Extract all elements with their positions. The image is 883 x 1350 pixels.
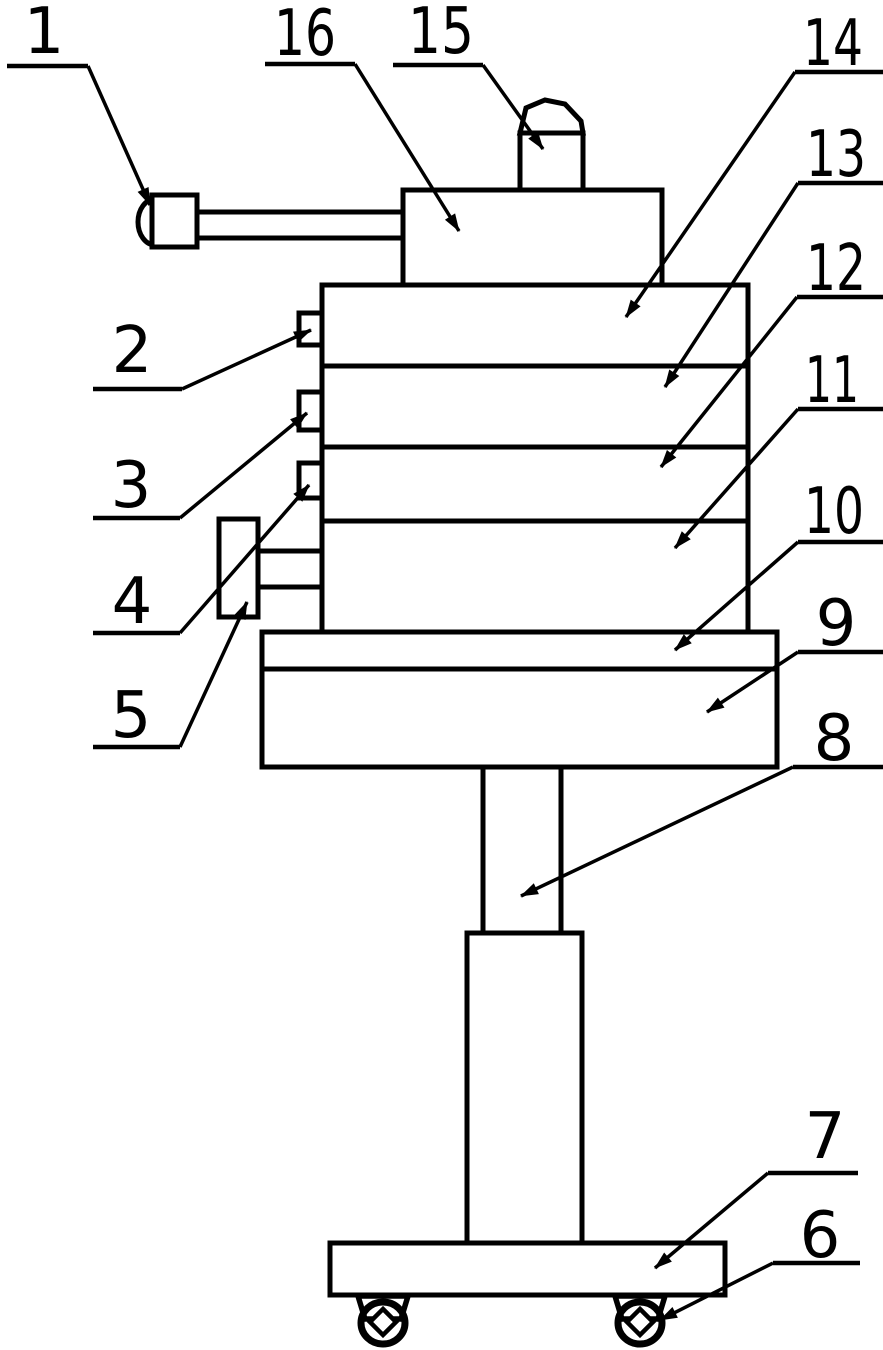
caster-right — [611, 1293, 669, 1348]
caster-right-wheel — [614, 1298, 666, 1348]
callout-5-leader — [178, 601, 249, 748]
callout-5-label: 5 — [111, 679, 152, 753]
callout-13-leader — [663, 182, 800, 388]
side-clip-2 — [296, 389, 325, 433]
callout-11: 11 — [673, 344, 883, 550]
callout-9: 9 — [706, 587, 883, 714]
callout-15-leader — [481, 63, 545, 151]
callout-2-label: 2 — [112, 314, 153, 388]
callout-12: 12 — [659, 232, 883, 469]
callout-10: 10 — [673, 475, 883, 652]
callout-10-label: 10 — [804, 475, 864, 549]
callout-16: 16 — [265, 0, 461, 232]
callout-2: 2 — [93, 314, 312, 392]
callout-1: 1 — [7, 0, 152, 206]
callouts: 1 2 3 4 5 6 7 — [7, 0, 883, 1322]
callout-16-label: 16 — [274, 0, 336, 71]
callout-15: 15 — [393, 0, 545, 151]
callout-1-leader — [86, 65, 152, 206]
upper-column — [480, 764, 564, 936]
callout-11-label: 11 — [805, 344, 859, 418]
callout-6-leader — [659, 1261, 774, 1322]
lower-column — [464, 930, 585, 1246]
callout-10-leader — [673, 540, 800, 652]
callout-12-leader — [659, 295, 799, 469]
callout-3: 3 — [93, 411, 309, 523]
caster-right-hub — [623, 1305, 657, 1339]
callout-13: 13 — [663, 118, 883, 388]
side-plate-rod — [253, 548, 325, 590]
callout-12-label: 12 — [806, 232, 866, 306]
machine — [135, 97, 780, 1348]
callout-4-label: 4 — [112, 565, 153, 639]
callout-16-leader — [353, 63, 461, 232]
callout-7-leader — [653, 1171, 770, 1270]
callout-8-leader — [520, 765, 794, 898]
caster-left — [354, 1293, 412, 1348]
callout-14-leader — [624, 71, 797, 318]
callout-7-label: 7 — [805, 1100, 846, 1174]
callout-3-label: 3 — [111, 449, 152, 523]
callout-6-label: 6 — [800, 1199, 841, 1273]
callout-9-label: 9 — [816, 587, 857, 661]
callout-6: 6 — [659, 1199, 860, 1322]
callout-8: 8 — [520, 702, 883, 898]
callout-4-leader — [178, 483, 311, 635]
callout-8-label: 8 — [814, 702, 855, 776]
main-body — [319, 282, 751, 635]
callout-2-leader — [181, 328, 312, 391]
floor-base — [327, 1240, 728, 1298]
handle-block — [149, 192, 200, 250]
base-block — [259, 629, 780, 770]
handle-rod — [194, 209, 406, 241]
callout-4: 4 — [93, 483, 311, 639]
callout-1-label: 1 — [24, 0, 65, 69]
callout-3-leader — [178, 411, 309, 520]
callout-15-label: 15 — [408, 0, 474, 69]
callout-7: 7 — [653, 1100, 858, 1270]
callout-14-label: 14 — [803, 7, 863, 81]
callout-9-leader — [706, 650, 799, 714]
callout-11-leader — [673, 407, 800, 550]
callout-14: 14 — [624, 7, 883, 318]
callout-13-label: 13 — [806, 118, 866, 192]
cap-body — [517, 130, 586, 193]
callout-5: 5 — [93, 601, 249, 753]
caster-left-wheel — [357, 1298, 409, 1348]
caster-left-hub — [366, 1305, 400, 1339]
